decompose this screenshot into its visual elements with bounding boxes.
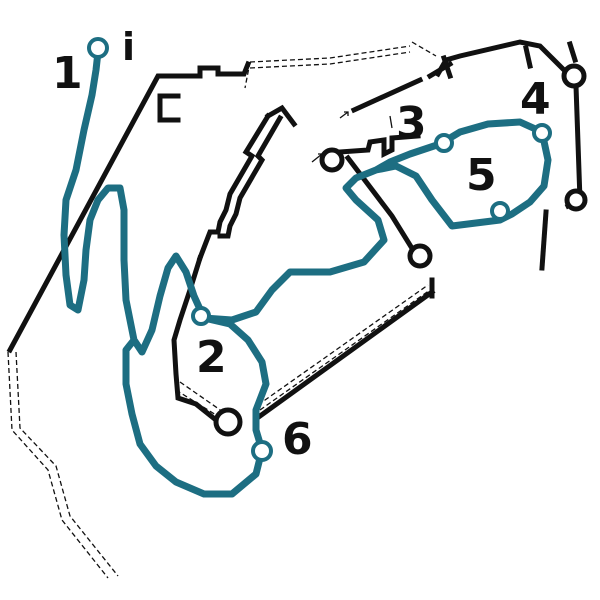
info-icon: i — [122, 25, 135, 69]
tower-east — [564, 188, 588, 212]
tower-northeast — [561, 63, 587, 89]
stop-1-label: 1 — [52, 48, 83, 99]
stop-3-label: 3 — [396, 98, 427, 149]
fortress-towers — [213, 63, 588, 437]
fortress-walls — [6, 39, 583, 424]
stop-3-marker — [434, 133, 454, 153]
stop-6-marker — [251, 440, 273, 462]
stop-4-label: 4 — [520, 74, 551, 125]
tower-southwest — [213, 407, 243, 437]
visitor-route — [60, 48, 552, 498]
stop-2-label: 2 — [196, 332, 227, 383]
route-stops — [87, 37, 552, 462]
stop-6-label: 6 — [282, 414, 313, 465]
tower-south — [407, 243, 433, 269]
stop-4-marker — [532, 123, 552, 143]
stop-5-marker — [490, 201, 510, 221]
stop-2-marker — [191, 306, 211, 326]
stop-1-marker — [87, 37, 109, 59]
tower-west — [319, 147, 345, 173]
stop-5-label: 5 — [466, 150, 497, 201]
